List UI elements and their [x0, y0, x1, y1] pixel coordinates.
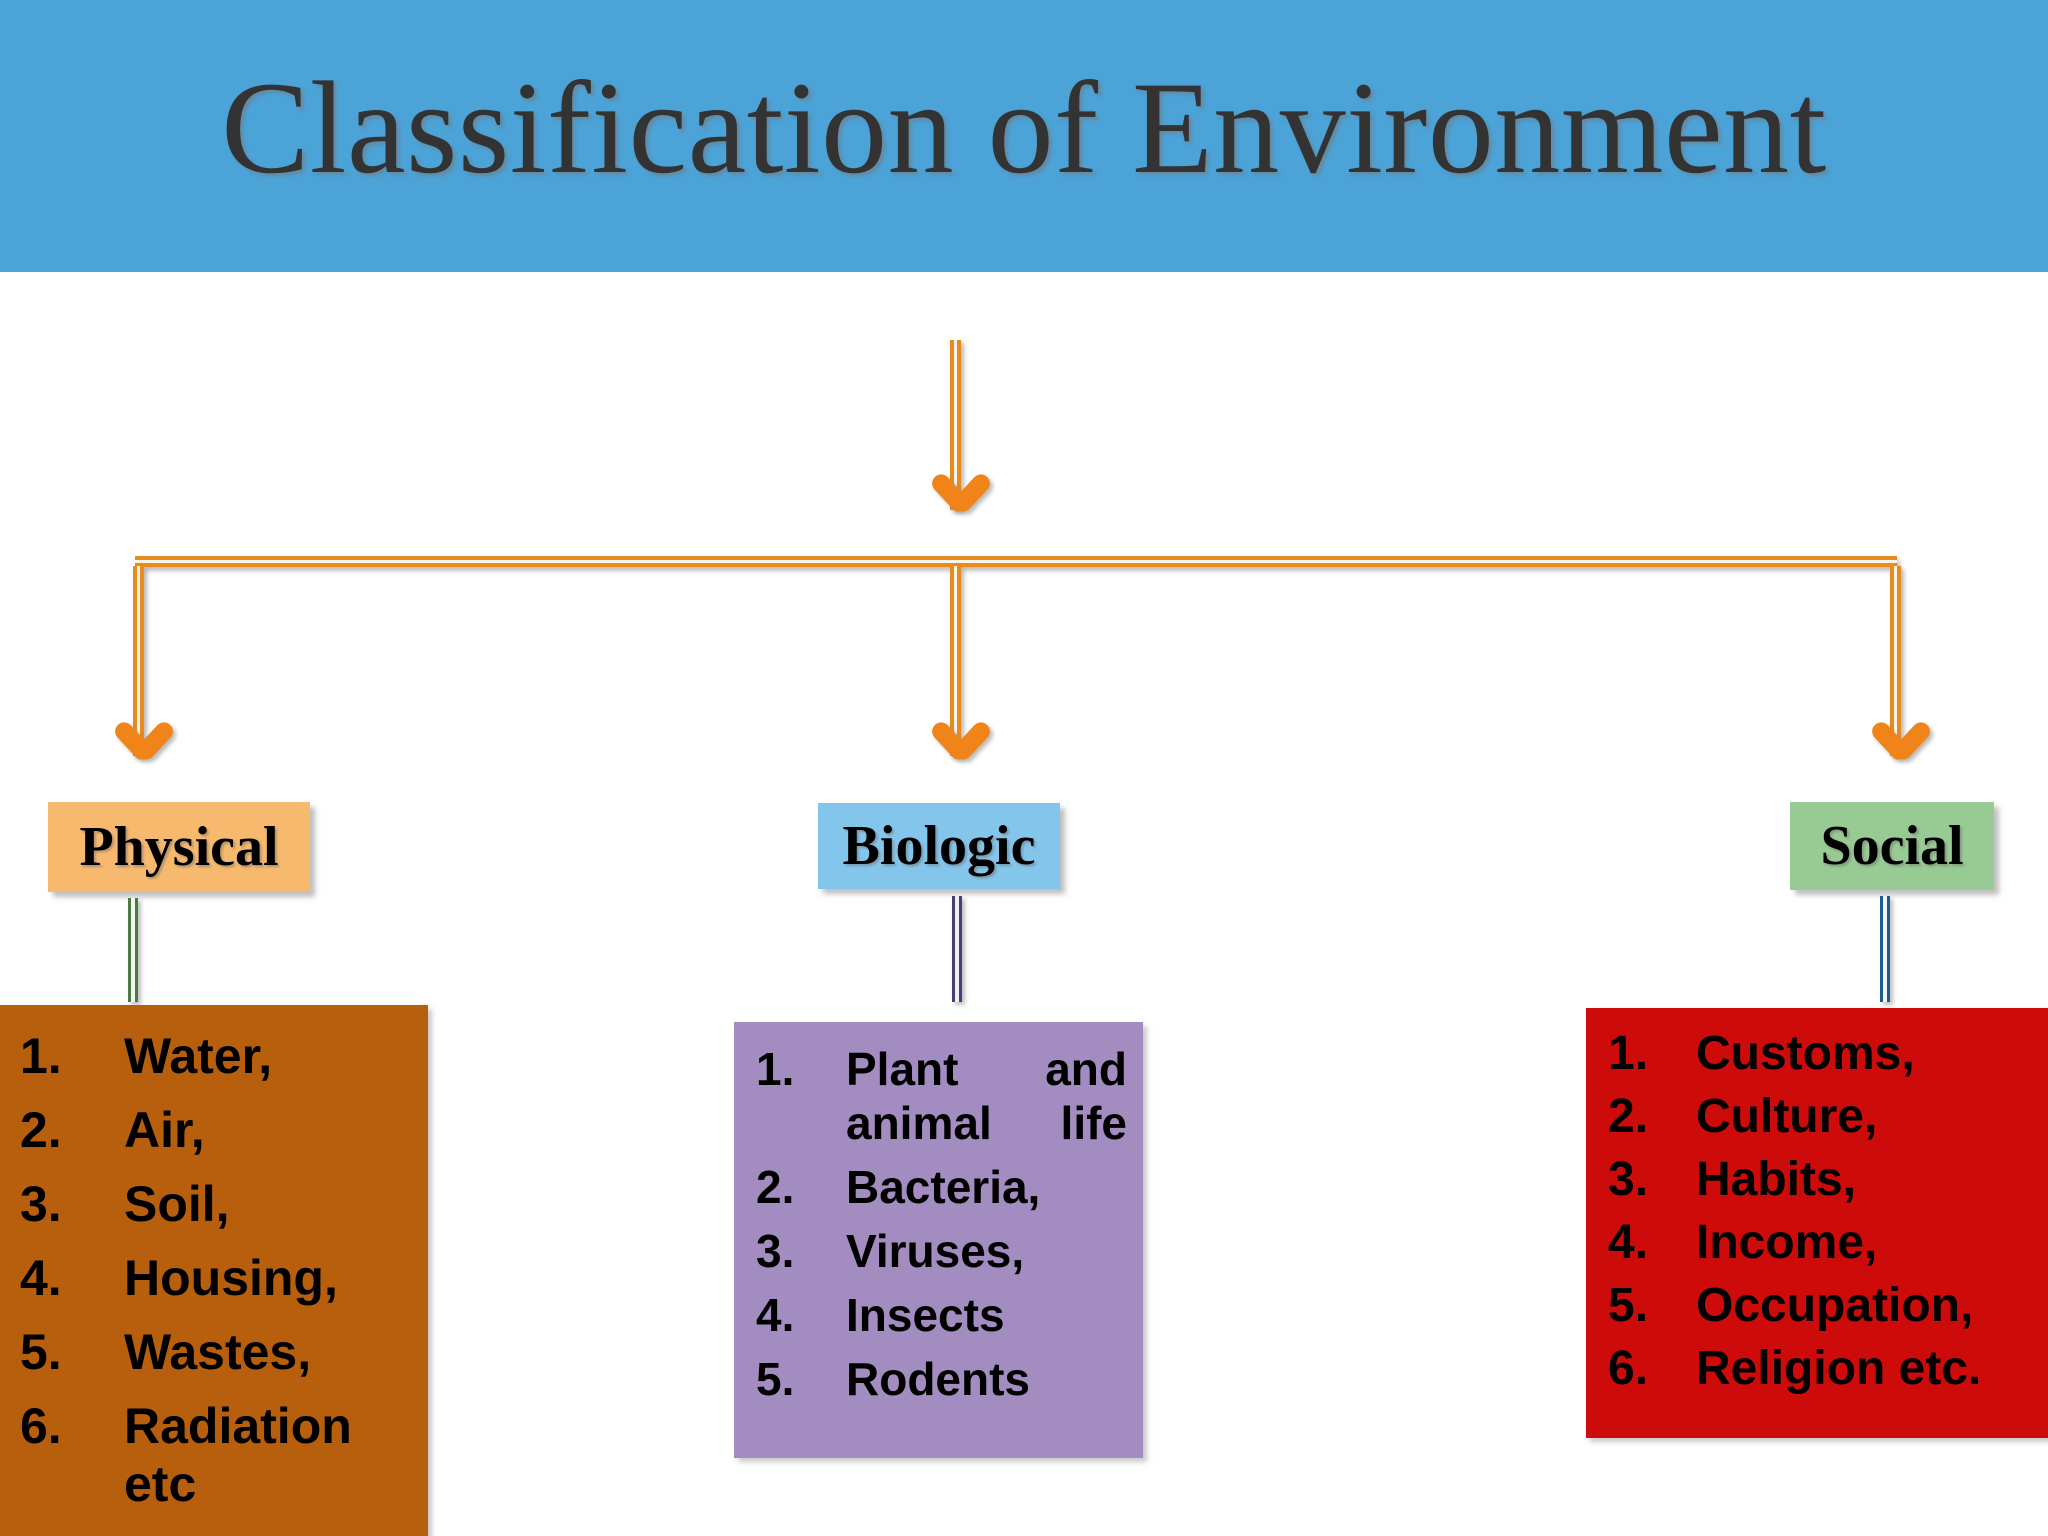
list-item-number: 5. — [1608, 1279, 1649, 1332]
list-item: 2. Culture, — [1586, 1089, 2048, 1144]
list-item-text: Air, — [124, 1102, 205, 1158]
social-connector-line — [1890, 566, 1904, 756]
list-item-text: Plant and animal life — [846, 1043, 1127, 1149]
list-item-text: Viruses, — [846, 1225, 1025, 1277]
list-item-number: 1. — [20, 1028, 62, 1084]
list-item: 6. Religion etc. — [1586, 1341, 2048, 1396]
list-item-text: Culture, — [1696, 1090, 1878, 1143]
list-item: 2. Air, — [0, 1101, 428, 1159]
list-item: 2. Bacteria, — [734, 1160, 1143, 1214]
list-item: 6. Radiation etc — [0, 1397, 428, 1513]
detail-list-social: 1. Customs, 2. Culture, 3. Habits, 4. In… — [1586, 1008, 2048, 1438]
list-item-text: Religion etc. — [1696, 1342, 1982, 1395]
list-item: 5. Rodents — [734, 1352, 1143, 1406]
list-item-text: Wastes, — [124, 1324, 312, 1380]
list-item-text: Housing, — [124, 1250, 338, 1306]
title-banner — [0, 0, 2048, 272]
category-label-biologic: Biologic — [842, 815, 1036, 877]
list-item-number: 4. — [756, 1289, 795, 1341]
list-item-number: 4. — [20, 1250, 62, 1306]
list-item: 4. Housing, — [0, 1249, 428, 1307]
list-item-number: 1. — [1608, 1027, 1649, 1080]
list-item-text: Rodents — [846, 1353, 1030, 1405]
branch-bus-line — [135, 556, 1897, 570]
list-item: 4. Income, — [1586, 1215, 2048, 1270]
list-item-number: 2. — [20, 1102, 62, 1158]
list-item-text: Radiation etc — [124, 1398, 352, 1512]
list-item: 5. Wastes, — [0, 1323, 428, 1381]
list-item-number: 1. — [756, 1043, 795, 1095]
category-label-physical: Physical — [79, 816, 279, 878]
list-item: 3. Viruses, — [734, 1224, 1143, 1278]
list-item-text: Habits, — [1696, 1153, 1857, 1206]
physical-stem-line — [128, 898, 141, 1002]
list-item-text: Insects — [846, 1289, 1005, 1341]
list-item-number: 2. — [1608, 1090, 1649, 1143]
list-item-text: Bacteria, — [846, 1161, 1041, 1213]
social-stem-line — [1880, 896, 1893, 1002]
category-box-social[interactable]: Social — [1790, 802, 1994, 890]
list-item-text: Income, — [1696, 1216, 1878, 1269]
biologic-stem-line — [952, 896, 965, 1002]
category-box-biologic[interactable]: Biologic — [818, 803, 1060, 889]
list-biologic: 1. Plant and animal life 2. Bacteria, 3.… — [734, 1042, 1143, 1406]
list-item-text: Water, — [124, 1028, 273, 1084]
physical-connector-line — [133, 566, 147, 756]
page-title: Classification of Environment — [221, 54, 1827, 201]
list-item: 3. Habits, — [1586, 1152, 2048, 1207]
list-item: 5. Occupation, — [1586, 1278, 2048, 1333]
list-item-number: 3. — [20, 1176, 62, 1232]
list-item-number: 4. — [1608, 1216, 1649, 1269]
detail-list-physical: 1. Water, 2. Air, 3. Soil, 4. Housing, 5… — [0, 1005, 428, 1536]
list-item-number: 6. — [20, 1398, 62, 1454]
list-physical: 1. Water, 2. Air, 3. Soil, 4. Housing, 5… — [0, 1027, 428, 1513]
list-item: 1. Water, — [0, 1027, 428, 1085]
category-label-social: Social — [1820, 815, 1964, 877]
list-item-text: Soil, — [124, 1176, 230, 1232]
list-item: 1. Customs, — [1586, 1026, 2048, 1081]
list-item-text: Customs, — [1696, 1027, 1915, 1080]
list-item-number: 3. — [756, 1225, 795, 1277]
list-item-number: 5. — [20, 1324, 62, 1380]
root-connector-line — [950, 340, 964, 510]
list-item-text: Occupation, — [1696, 1279, 1974, 1332]
list-item-number: 5. — [756, 1353, 795, 1405]
list-item: 4. Insects — [734, 1288, 1143, 1342]
list-item-number: 3. — [1608, 1153, 1649, 1206]
detail-list-biologic: 1. Plant and animal life 2. Bacteria, 3.… — [734, 1022, 1143, 1458]
list-social: 1. Customs, 2. Culture, 3. Habits, 4. In… — [1586, 1026, 2048, 1396]
list-item: 1. Plant and animal life — [734, 1042, 1143, 1150]
category-box-physical[interactable]: Physical — [48, 802, 310, 892]
list-item-number: 6. — [1608, 1342, 1649, 1395]
list-item-number: 2. — [756, 1161, 795, 1213]
biologic-connector-line — [950, 566, 964, 756]
list-item: 3. Soil, — [0, 1175, 428, 1233]
